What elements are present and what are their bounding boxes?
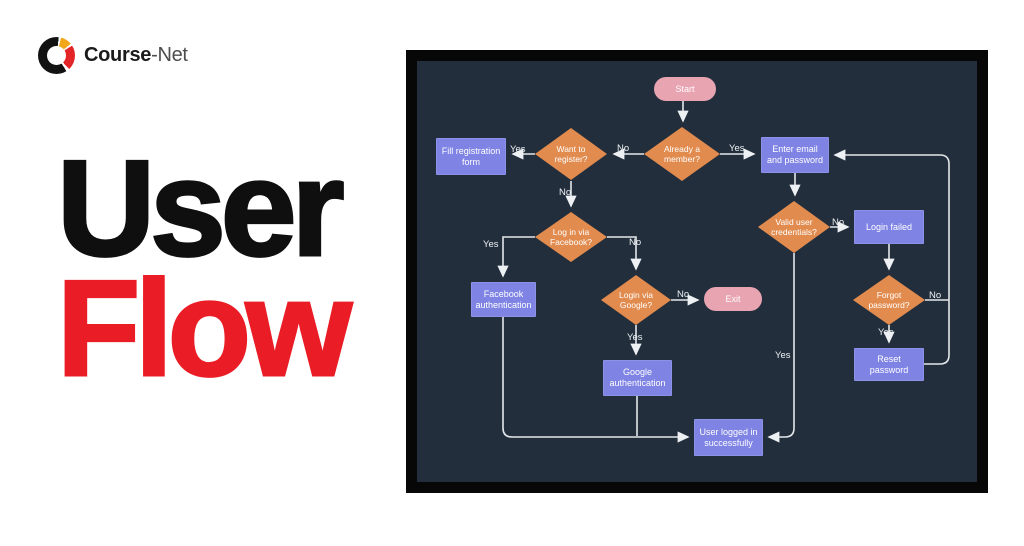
edge-label-yes-register: Yes <box>510 144 526 155</box>
edge-label-yes-forgot: Yes <box>878 327 894 338</box>
page-title: User Flow <box>56 132 354 404</box>
node-forgot-password-label: Forgot password? <box>868 290 910 310</box>
edge-label-no-facebook: No <box>629 237 642 248</box>
node-enter-email-and-password: Enter email and password <box>761 137 829 173</box>
course-net-logo-icon <box>38 37 75 74</box>
brand-name-light: -Net <box>151 44 188 66</box>
edge-fblogin-google <box>607 236 642 271</box>
edge-fbauth-success <box>502 317 690 443</box>
edge-label-no-google: No <box>677 289 690 300</box>
node-start: Start <box>654 77 716 101</box>
node-google-authentication: Google authentication <box>603 360 672 396</box>
node-exit-label: Exit <box>725 294 741 304</box>
edge-fblogin-fbauth <box>497 236 535 278</box>
node-login-failed-label: Login failed <box>865 221 913 232</box>
node-fill-registration-form: Fill registration form <box>436 138 506 175</box>
node-valid-user-credentials-label: Valid user credentials? <box>771 217 817 237</box>
node-start-label: Start <box>675 84 695 94</box>
node-facebook-authentication-label: Facebook authentication <box>475 288 532 310</box>
node-reset-password: Reset password <box>854 348 924 381</box>
brand-name: Course-Net <box>84 44 188 67</box>
edge-label-yes-member: Yes <box>729 143 745 154</box>
brand-name-bold: Course <box>84 44 152 66</box>
flowchart-canvas: Start Already a member? Want to register… <box>417 61 977 482</box>
node-facebook-authentication: Facebook authentication <box>471 282 536 317</box>
node-fill-registration-form-label: Fill registration form <box>441 145 501 167</box>
node-login-via-google-label: Login via Google? <box>618 290 654 310</box>
node-enter-email-and-password-label: Enter email and password <box>766 144 824 165</box>
node-exit: Exit <box>704 287 762 311</box>
node-user-logged-in-successfully: User logged in successfully <box>694 419 763 456</box>
edge-label-no-valid: No <box>832 217 845 228</box>
node-reset-password-label: Reset password <box>869 353 909 375</box>
page-title-line2: Flow <box>56 252 354 404</box>
node-log-in-via-facebook-label: Log in via Facebook? <box>549 227 593 247</box>
flowchart-connectors <box>497 101 950 443</box>
edge-label-yes-google: Yes <box>627 332 643 343</box>
edge-valid-success <box>767 253 795 443</box>
node-google-authentication-label: Google authentication <box>609 367 666 388</box>
edge-reset-email <box>833 149 950 365</box>
node-want-to-register-label: Want to register? <box>554 144 588 164</box>
edge-label-yes-valid: Yes <box>775 350 791 361</box>
brand-logo: Course-Net <box>38 37 188 74</box>
edge-label-no-forgot: No <box>929 290 942 301</box>
edge-label-yes-facebook: Yes <box>483 239 499 250</box>
edge-label-no-member: No <box>617 143 630 154</box>
page-title-line1: User <box>56 132 346 284</box>
node-already-a-member-label: Already a member? <box>664 144 700 164</box>
edge-label-no-register: No <box>559 187 572 198</box>
node-login-failed: Login failed <box>854 210 924 244</box>
flowchart-panel: Start Already a member? Want to register… <box>406 50 988 493</box>
node-user-logged-in-successfully-label: User logged in successfully <box>699 426 758 448</box>
